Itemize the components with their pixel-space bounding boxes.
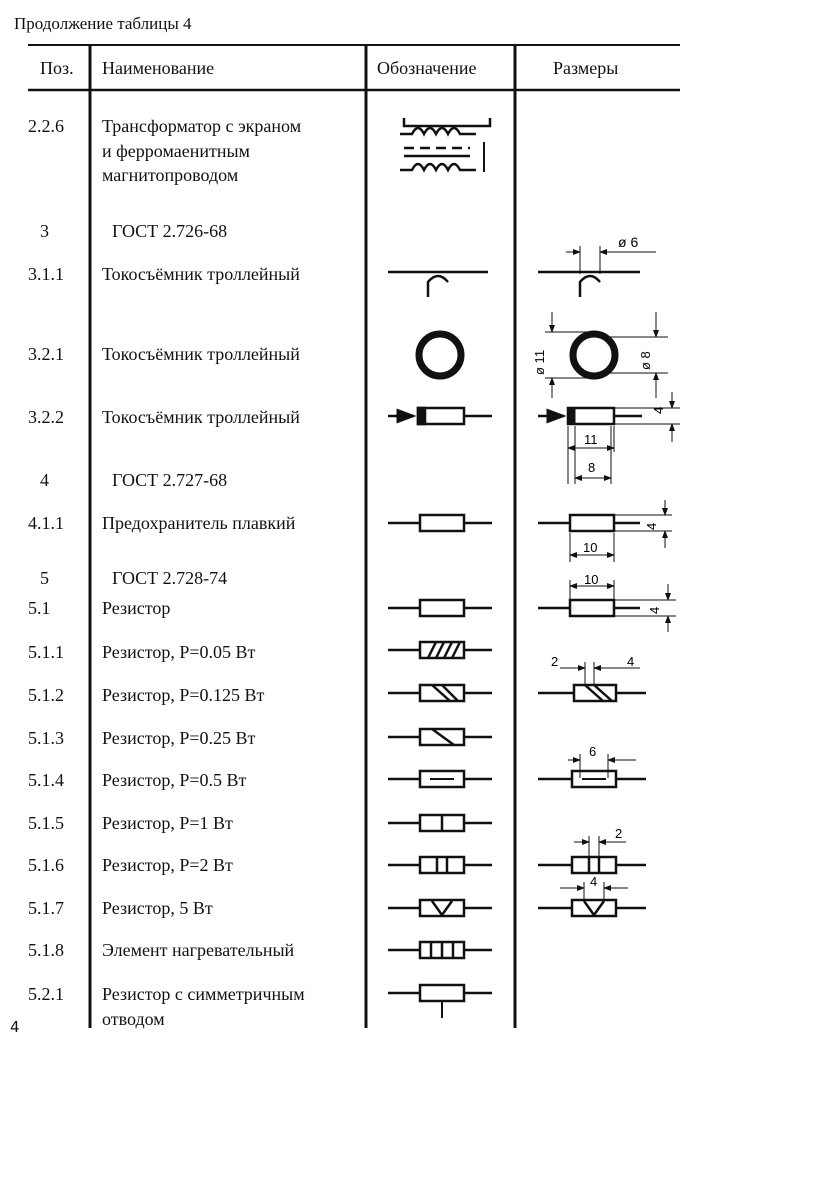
resistor-2w-symbol (388, 855, 492, 875)
row-name-line3: магнитопроводом (102, 165, 239, 185)
row-name: Резистор, Р=0.5 Вт (102, 770, 247, 790)
current-collector-symbol (388, 270, 488, 297)
row-pos: 4 (40, 470, 49, 490)
collector-arrow-dims (538, 392, 680, 484)
header-pos: Поз. (40, 58, 74, 78)
resistor-tap-symbol (388, 983, 492, 1018)
row-name: Резистор (102, 598, 171, 618)
row-name: Резистор, Р=0.05 Вт (102, 642, 256, 662)
row-pos: 5.1.7 (28, 898, 64, 918)
row-pos: 5.1.2 (28, 685, 64, 705)
fuse-symbol (388, 513, 492, 533)
table-caption: Продолжение таблицы 4 (14, 14, 192, 33)
row-name: Трансформатор с экраном (102, 116, 302, 136)
row-name: ГОСТ 2.727-68 (112, 470, 228, 490)
transformer-symbol (400, 118, 492, 173)
dim-label: ø 8 (638, 351, 653, 370)
dim-label: 8 (588, 460, 595, 475)
dim-label: 10 (584, 572, 598, 587)
resistor-0125w-dims (538, 662, 646, 703)
dim-label: 4 (651, 407, 666, 414)
header-dims: Размеры (553, 58, 619, 78)
resistor-025w-symbol (388, 727, 492, 747)
row-pos: 5.1.8 (28, 940, 64, 960)
collector-arrow-symbol (388, 406, 492, 426)
row-pos: 5.1.5 (28, 813, 64, 833)
row-pos: 5.1.1 (28, 642, 64, 662)
row-pos: 5.2.1 (28, 984, 64, 1004)
dim-label: 4 (627, 654, 634, 669)
row-pos: 3.1.1 (28, 264, 64, 284)
dim-label: 4 (590, 874, 597, 889)
resistor-05w-symbol (388, 769, 492, 789)
resistor-05w-dims (538, 754, 646, 789)
row-pos: 5 (40, 568, 49, 588)
dim-label: 4 (644, 523, 659, 530)
row-name: ГОСТ 2.728-74 (112, 568, 228, 588)
dim-label: 11 (584, 432, 598, 447)
resistor-2w-dims (538, 836, 646, 875)
row-name: Резистор с симметричным (102, 984, 305, 1004)
resistor-0125w-symbol (388, 683, 492, 703)
dim-label: 2 (551, 654, 558, 669)
heating-element-symbol (388, 940, 492, 960)
page-number: 4 (10, 1018, 20, 1036)
ring-dims (545, 312, 668, 398)
table-grid (28, 44, 680, 1028)
fuse-dims (538, 500, 672, 562)
row-name: Резистор, Р=1 Вт (102, 813, 233, 833)
row-name: Токосъёмник троллейный (102, 344, 300, 364)
row-pos: 5.1.6 (28, 855, 64, 875)
resistor-5w-dims (538, 882, 646, 918)
resistor-005w-symbol (388, 640, 492, 660)
ring-symbol (415, 330, 465, 380)
row-pos: 5.1.3 (28, 728, 64, 748)
row-name: Резистор, 5 Вт (102, 898, 213, 918)
header-symbol: Обозначение (377, 58, 477, 78)
resistor-symbol (388, 598, 492, 618)
row-pos: 2.2.6 (28, 116, 64, 136)
dim-label: ø 6 (618, 234, 638, 250)
row-pos: 3.2.1 (28, 344, 64, 364)
row-name: Элемент нагревательный (102, 940, 295, 960)
row-pos: 4.1.1 (28, 513, 64, 533)
row-name: ГОСТ 2.726-68 (112, 221, 228, 241)
dim-label: ø 11 (532, 350, 547, 375)
row-pos: 5.1.4 (28, 770, 64, 790)
row-pos: 3.2.2 (28, 407, 64, 427)
row-pos: 5.1 (28, 598, 51, 618)
dim-label: 2 (615, 826, 622, 841)
row-name: Токосъёмник троллейный (102, 407, 300, 427)
resistor-1w-symbol (388, 813, 492, 833)
row-name: Резистор, Р=0.25 Вт (102, 728, 256, 748)
dim-label: 6 (589, 744, 596, 759)
dim-label: 4 (647, 607, 662, 614)
dim-label: 10 (583, 540, 597, 555)
row-name: Предохранитель плавкий (102, 513, 296, 533)
row-pos: 3 (40, 221, 49, 241)
resistor-5w-symbol (388, 898, 492, 918)
current-collector-dims (538, 246, 656, 297)
row-name: Токосъёмник троллейный (102, 264, 300, 284)
row-name: Резистор, Р=2 Вт (102, 855, 233, 875)
header-name: Наименование (102, 58, 215, 78)
row-name-line2: и ферромаенитным (102, 141, 250, 161)
resistor-dims (538, 580, 676, 632)
row-name-line2: отводом (102, 1009, 165, 1029)
row-name: Резистор, Р=0.125 Вт (102, 685, 265, 705)
